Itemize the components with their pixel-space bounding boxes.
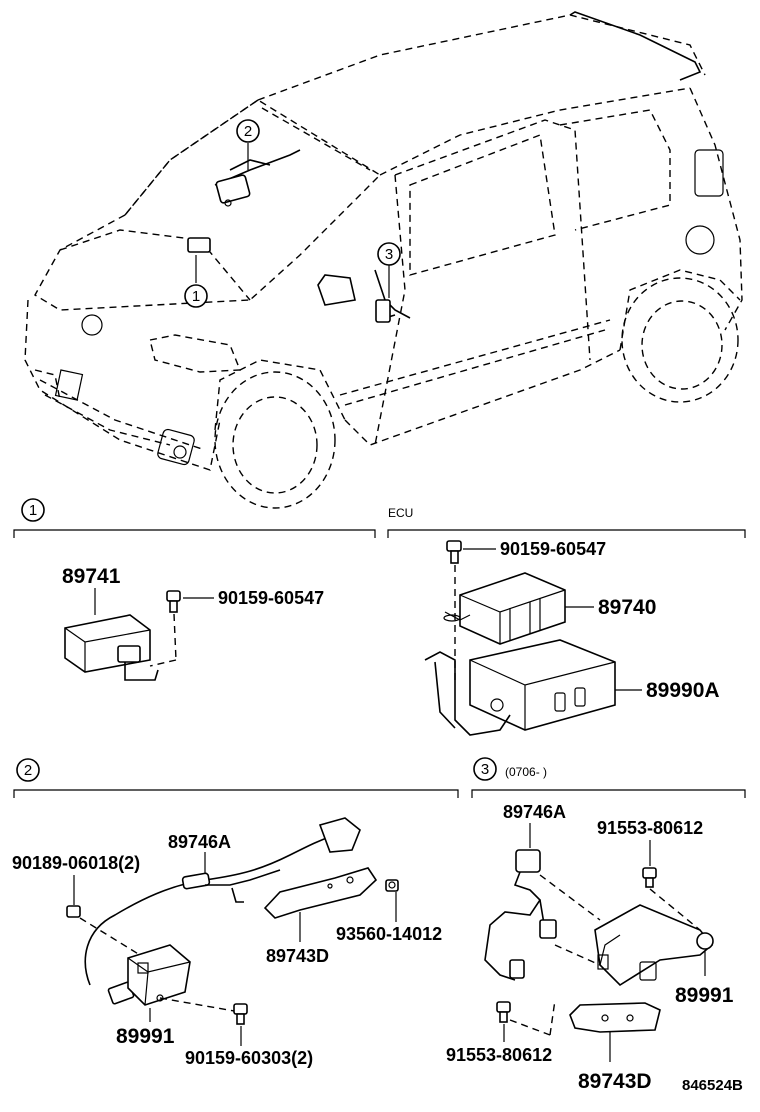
ecu-unit-89740 — [443, 572, 566, 645]
bracket-89743D-drawing-s3 — [569, 1002, 661, 1033]
bolt-91553-80612-bottom-drawing — [496, 999, 556, 1036]
ecu-89990A-label: 89990A — [646, 679, 720, 702]
harness-89746A-drawing-s2 — [84, 817, 361, 1005]
callout-3: 3 — [385, 246, 393, 263]
bolt-91553-80612-bottom-label: 91553-80612 — [446, 1045, 552, 1065]
section-3-date-range: (0706- ) — [505, 765, 547, 779]
nut-93560-14012-drawing — [385, 879, 399, 892]
section-1: 1 89741 90159-60547 — [13, 498, 376, 681]
bolt-90159-60547-left-label: 90159-60547 — [218, 588, 324, 608]
bolt-91553-80612-top-label: 91553-80612 — [597, 818, 703, 838]
callout-1: 1 — [192, 288, 200, 305]
bolt-90159-60303-drawing — [233, 1003, 248, 1025]
sensor-89991-label-s2: 89991 — [116, 1025, 175, 1048]
part-89741-drawing — [64, 614, 159, 681]
sensor-89991-drawing-s2 — [79, 917, 241, 1013]
ecu-89740-label: 89740 — [598, 596, 656, 619]
bolt-90159-60547-left — [149, 590, 181, 667]
section-2: 2 90189-06018(2) 89746A 89991 — [12, 758, 459, 1068]
section-2-number: 2 — [24, 762, 32, 779]
ecu-bracket-89990A — [424, 639, 616, 736]
bracket-89743D-label-s2: 89743D — [266, 946, 329, 966]
bracket-89743D-drawing-s2 — [263, 867, 378, 919]
bolt-90159-60303-label: 90159-60303(2) — [185, 1048, 313, 1068]
section-3-number: 3 — [481, 761, 489, 778]
section-ecu: ECU 90159-60547 89740 89990A — [387, 506, 746, 736]
bolt-90159-60547-ecu-label: 90159-60547 — [500, 539, 606, 559]
sensor-89991-drawing-s3 — [539, 874, 714, 987]
ecu-title: ECU — [388, 506, 413, 520]
vehicle-illustration: 1 2 3 — [24, 11, 743, 509]
bracket-89743D-label-s3: 89743D — [578, 1070, 652, 1093]
section-3: 3 (0706- ) 89746A 91553-80612 — [446, 757, 746, 1093]
nut-93560-14012-label: 93560-14012 — [336, 924, 442, 944]
reference-code: 846524B — [682, 1077, 743, 1094]
sensor-89991-label-s3: 89991 — [675, 984, 734, 1007]
harness-89746A-drawing-s3 — [484, 849, 557, 981]
clip-90189-06018-drawing — [66, 905, 81, 918]
harness-89746A-label-s3: 89746A — [503, 802, 566, 822]
bolt-90159-60547-ecu — [446, 540, 462, 680]
callout-2: 2 — [244, 123, 252, 140]
section-1-number: 1 — [29, 502, 37, 519]
bolt-91553-80612-top-drawing — [642, 867, 701, 931]
harness-89746A-label-s2: 89746A — [168, 832, 231, 852]
clip-90189-06018-label: 90189-06018(2) — [12, 853, 140, 873]
part-89741-label: 89741 — [62, 565, 121, 588]
